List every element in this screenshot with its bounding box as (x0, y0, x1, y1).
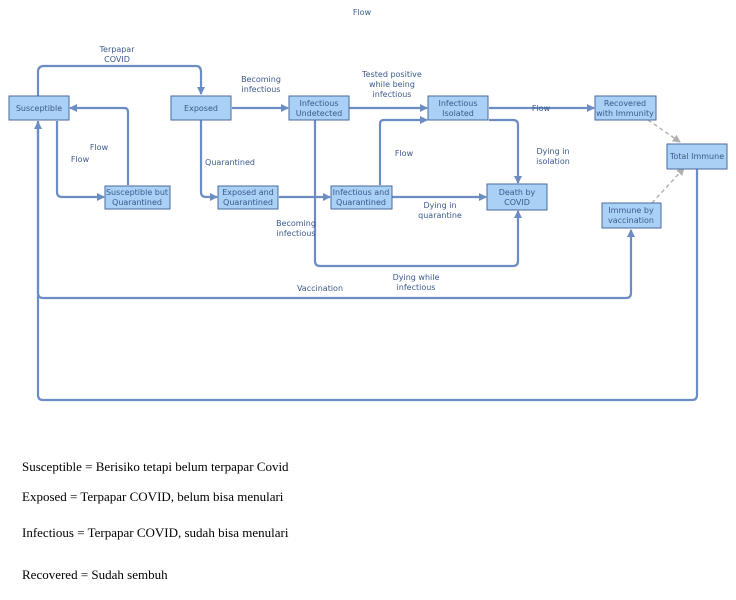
legend-susceptible: Susceptible = Berisiko tetapi belum terp… (22, 459, 289, 474)
edges (34, 64, 699, 402)
edge-susceptible-susceptible-quarantined (55, 121, 105, 201)
node-total-immune: Total Immune (666, 143, 728, 170)
legend-recovered: Recovered = Sudah sembuh (22, 567, 168, 582)
node-exposed: Exposed (170, 95, 232, 121)
diagram-title: Flow (353, 8, 372, 17)
label-flow-sq-b: Flow (71, 155, 90, 164)
edge-total-immune-susceptible (34, 121, 699, 402)
label-vaccination: Vaccination (297, 284, 343, 293)
edge-vaccination-total-immune (651, 167, 685, 204)
node-susceptible: Susceptible (8, 95, 70, 121)
node-total-immune-label: Total Immune (669, 152, 724, 161)
label-flow-recovered: Flow (532, 104, 551, 113)
legend-infectious: Infectious = Terpapar COVID, sudah bisa … (22, 525, 289, 540)
label-flow-iq: Flow (395, 149, 414, 158)
legend-exposed: Exposed = Terpapar COVID, belum bisa men… (22, 489, 284, 504)
edge-undetected-death (313, 120, 522, 268)
edge-infectious-quarantined-isolated (378, 116, 428, 185)
edge-exposed-exposed-quarantined (199, 120, 218, 201)
edge-isolated-death (489, 118, 522, 184)
node-exposed-label: Exposed (184, 104, 218, 113)
edge-recovered-total-immune (647, 119, 681, 143)
label-flow-sq-a: Flow (90, 143, 109, 152)
edge-susceptible-quarantined-susceptible (69, 104, 130, 185)
node-susceptible-label: Susceptible (16, 104, 62, 113)
label-quarantined: Quarantined (205, 158, 255, 167)
edge-susceptible-exposed (36, 64, 205, 96)
